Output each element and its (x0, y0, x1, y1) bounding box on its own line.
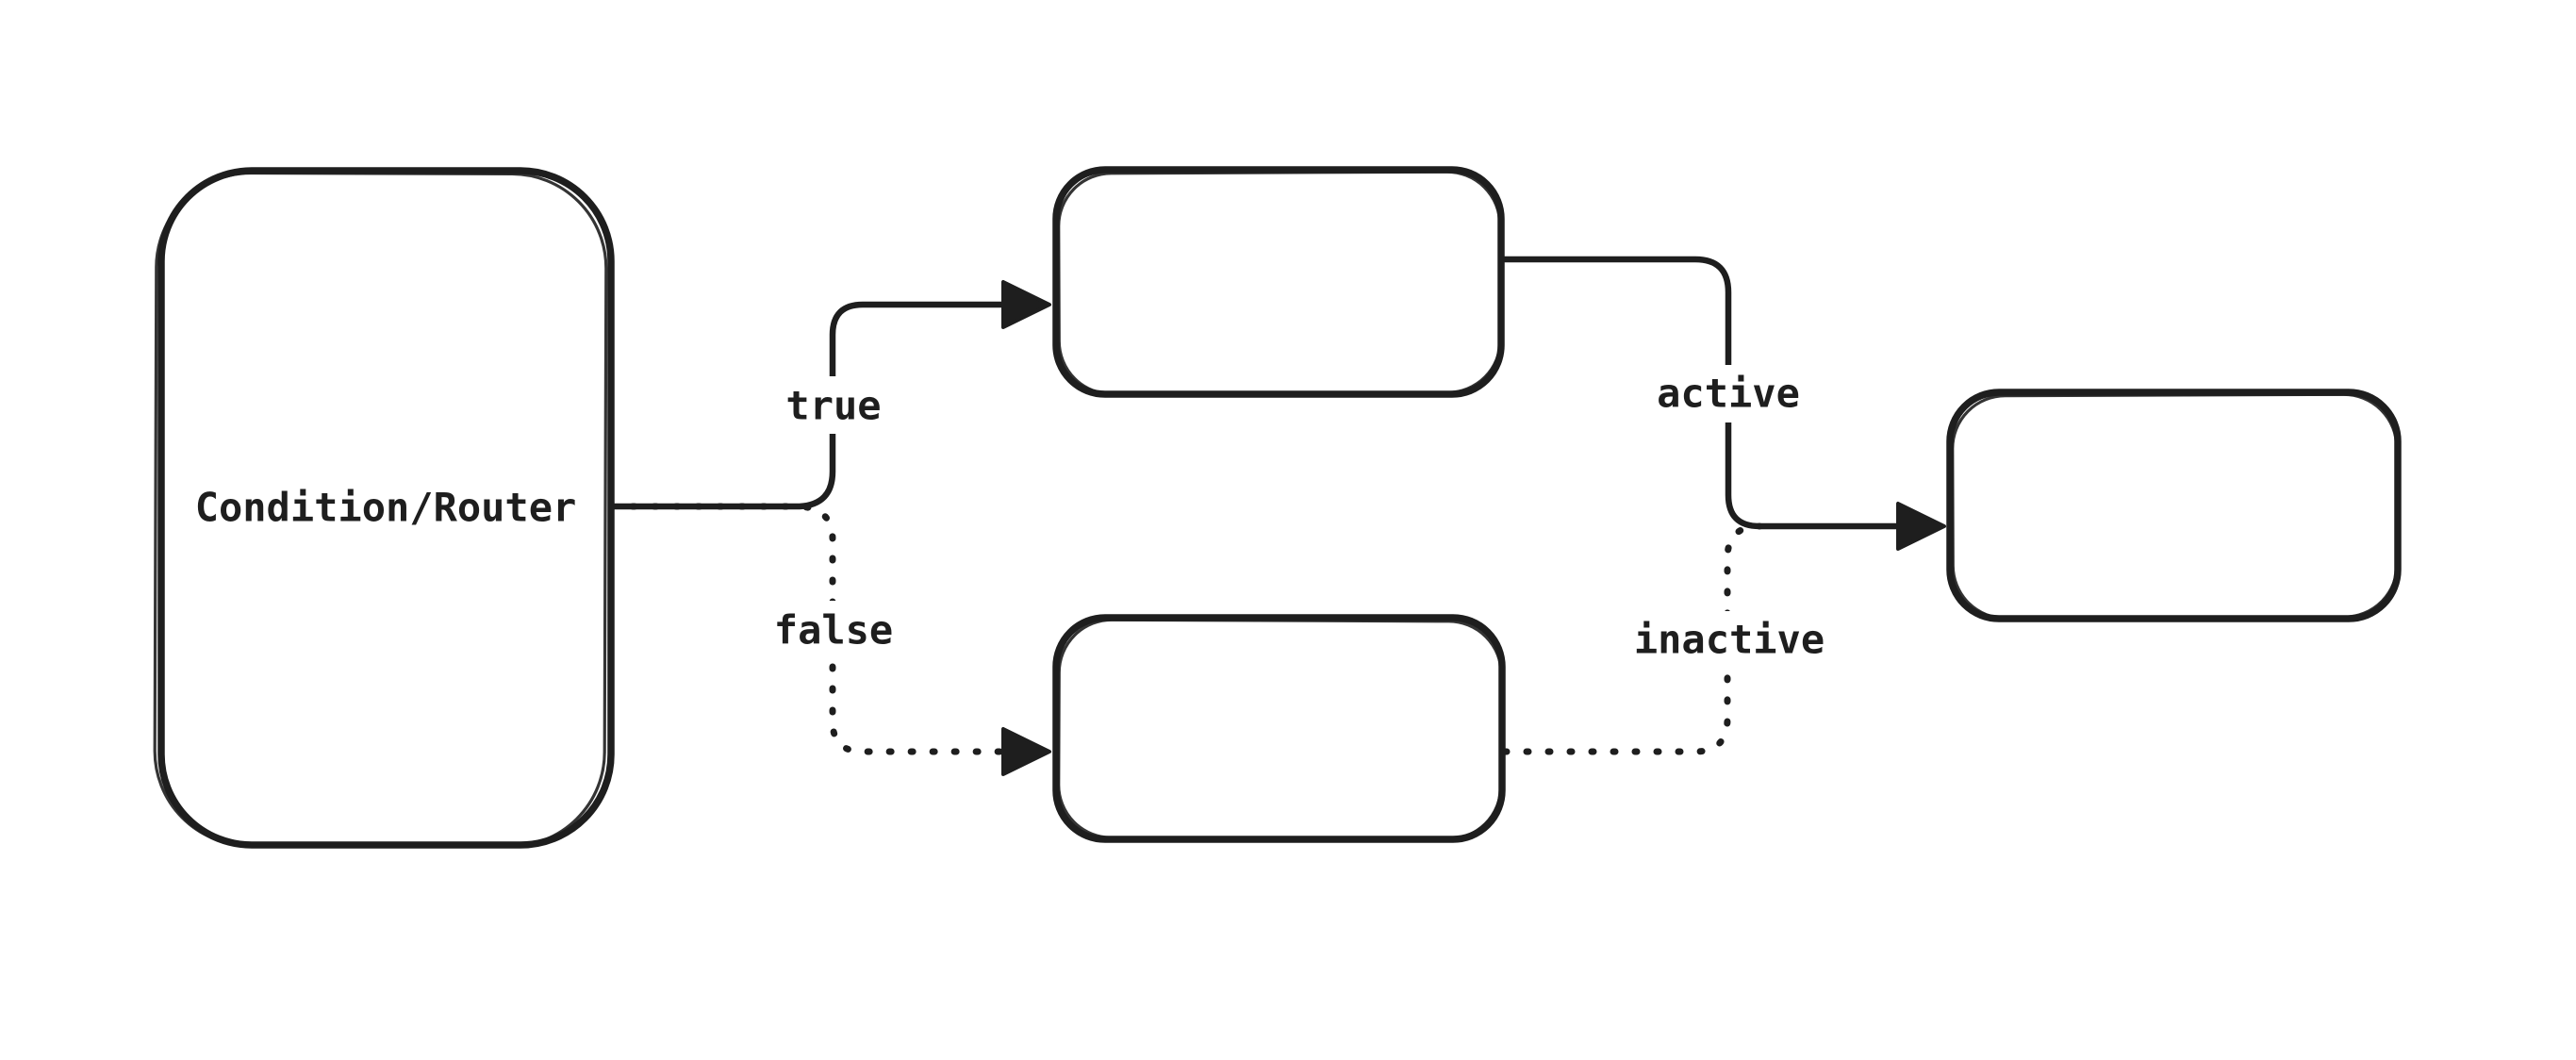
node-true-branch-shape (1052, 166, 1505, 398)
node-false-branch-sketch-stroke (1057, 618, 1503, 841)
edge-false[interactable] (607, 503, 1051, 776)
edge-false-label-text: false (774, 607, 893, 654)
edge-true-label-bg (766, 376, 901, 434)
edge-true-label[interactable]: true (766, 376, 901, 434)
edge-inactive-label-bg (1614, 611, 1844, 669)
edge-inactive-path (1501, 522, 1763, 755)
edge-active-label[interactable]: active (1639, 365, 1818, 422)
diagram: true false active inactive Condition/Rou… (153, 166, 2402, 849)
edge-active-arrowhead (1896, 502, 1946, 551)
edge-active-label-text: active (1657, 371, 1800, 417)
node-condition-router[interactable]: Condition/Router (153, 167, 615, 849)
edge-false-arrowhead (1001, 727, 1051, 776)
node-output-shape (1946, 389, 2402, 622)
node-condition-router-sketch-stroke (153, 171, 608, 849)
node-output[interactable] (1946, 389, 2402, 622)
node-false-branch[interactable] (1052, 614, 1506, 843)
edge-active-label-bg (1639, 365, 1818, 422)
edge-true-label-text: true (785, 383, 881, 429)
edge-inactive[interactable] (1501, 522, 1763, 755)
edge-inactive-label[interactable]: inactive (1614, 611, 1844, 669)
node-condition-router-label[interactable]: Condition/Router (195, 485, 577, 531)
node-true-branch-sketch-stroke (1057, 170, 1502, 396)
edge-false-path (607, 503, 1005, 755)
edge-false-label-bg (752, 601, 915, 658)
node-output-sketch-stroke (1951, 392, 2399, 621)
edge-false-label[interactable]: false (752, 601, 915, 658)
node-false-branch-shape (1052, 614, 1506, 843)
edge-inactive-label-text: inactive (1634, 617, 1825, 663)
node-true-branch[interactable] (1052, 166, 1505, 398)
edge-true-arrowhead (1001, 280, 1051, 329)
